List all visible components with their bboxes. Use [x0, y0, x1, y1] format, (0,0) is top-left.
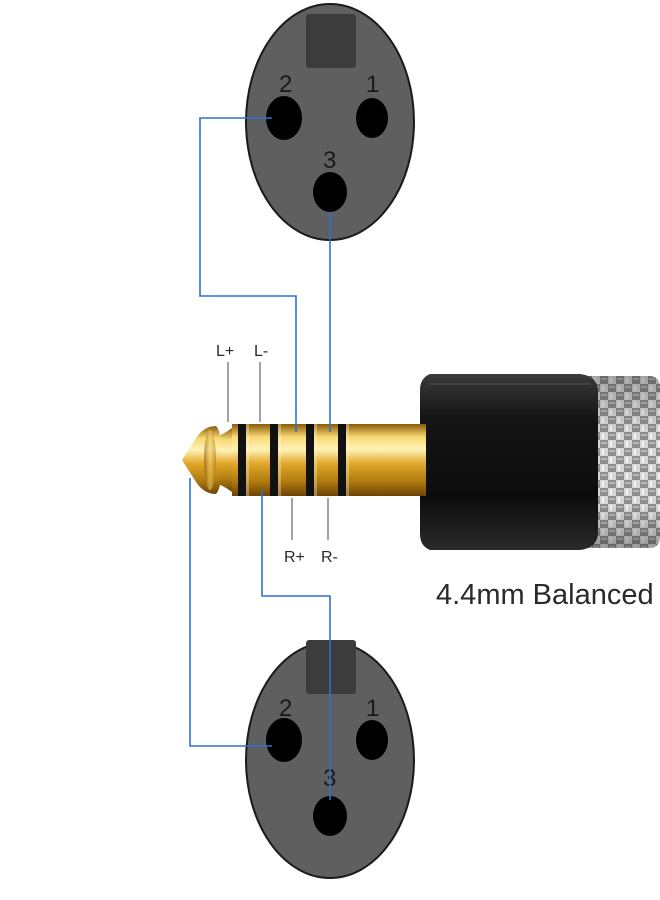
- xlr-female-connector-icon: [245, 3, 415, 241]
- trrs-4.4mm-plug-icon: [182, 424, 426, 496]
- xlr-bottom-pin-2-hole: [266, 718, 302, 762]
- xlr-bottom-pin-1-hole: [356, 720, 388, 760]
- plug-insulator-rings: [238, 424, 346, 496]
- xlr-top-pin-2-hole: [266, 96, 302, 140]
- label-l-plus: L+: [216, 343, 234, 360]
- xlr-bottom-pin-3-hole: [313, 796, 347, 836]
- wiring-lines: [189, 117, 331, 800]
- xlr-bottom-pin-2-label: 2: [279, 695, 292, 722]
- label-r-minus: R-: [321, 549, 338, 566]
- xlr-top-pin-3-label: 3: [323, 147, 336, 174]
- plug-housing: [420, 374, 598, 550]
- label-r-plus: R+: [284, 549, 305, 566]
- xlr-top-pin-1-label: 1: [366, 71, 379, 98]
- xlr-top-pin-1-hole: [356, 98, 388, 138]
- xlr-top-pin-2-label: 2: [279, 71, 292, 98]
- xlr-bottom-key-notch: [306, 640, 356, 694]
- xlr-bottom-pin-1-label: 1: [366, 695, 379, 722]
- wire-tip-to-bottom-pin2: [189, 478, 272, 747]
- label-l-minus: L-: [254, 343, 268, 360]
- wire-ring-to-bottom-pin3: [261, 490, 331, 800]
- wire-top-pin2-to-ring: [199, 117, 297, 432]
- xlr-top-key-notch: [306, 14, 356, 68]
- diagram-caption: 4.4mm Balanced: [436, 579, 654, 611]
- xlr-top-pin-3-hole: [313, 172, 347, 212]
- plug-label-leaders: [227, 362, 329, 540]
